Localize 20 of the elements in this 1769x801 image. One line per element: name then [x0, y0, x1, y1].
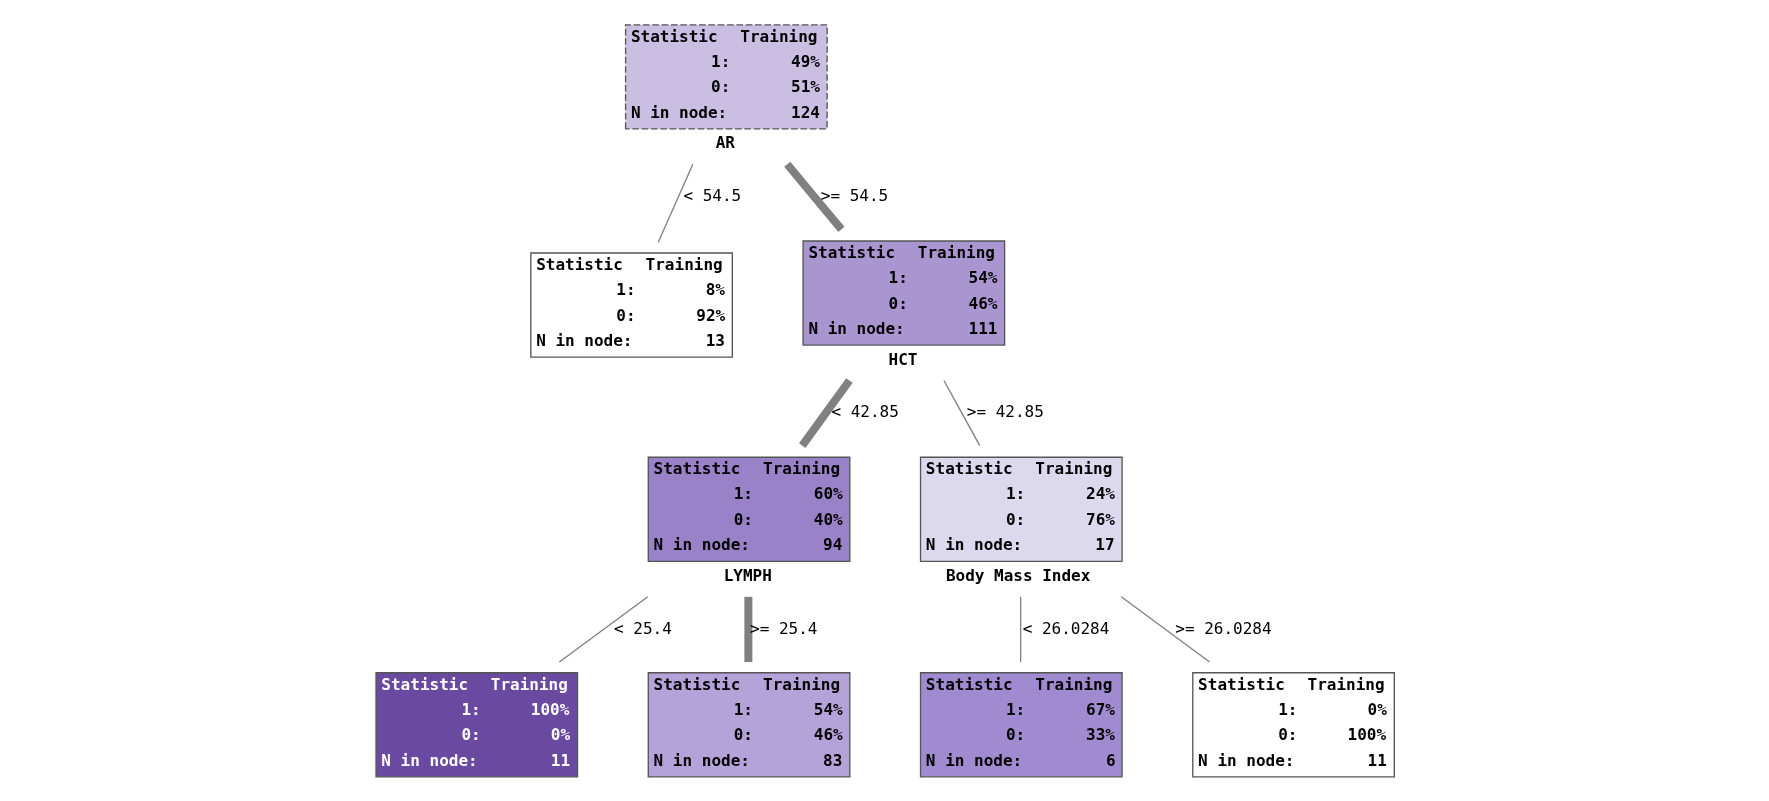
connector	[943, 379, 981, 447]
edge-label: >= 54.5	[820, 186, 889, 206]
edge-label: >= 42.85	[966, 402, 1044, 422]
connector	[744, 596, 753, 663]
edge-label: < 25.4	[614, 618, 672, 638]
connector	[1120, 596, 1211, 663]
node-label: Body Mass Index	[945, 565, 1091, 585]
connector	[784, 161, 845, 232]
connector	[657, 163, 694, 243]
edge-label: >= 26.0284	[1175, 618, 1272, 638]
connector	[799, 378, 853, 448]
node-label: AR	[715, 133, 735, 153]
connector	[1019, 596, 1022, 663]
node-label: HCT	[888, 349, 918, 369]
edge-label: >= 25.4	[750, 618, 818, 638]
edge-label: < 42.85	[831, 402, 899, 422]
edge-label: < 26.0284	[1022, 618, 1110, 638]
edge-label: < 54.5	[683, 186, 742, 206]
connector	[558, 596, 649, 663]
node-label: LYMPH	[723, 565, 772, 585]
